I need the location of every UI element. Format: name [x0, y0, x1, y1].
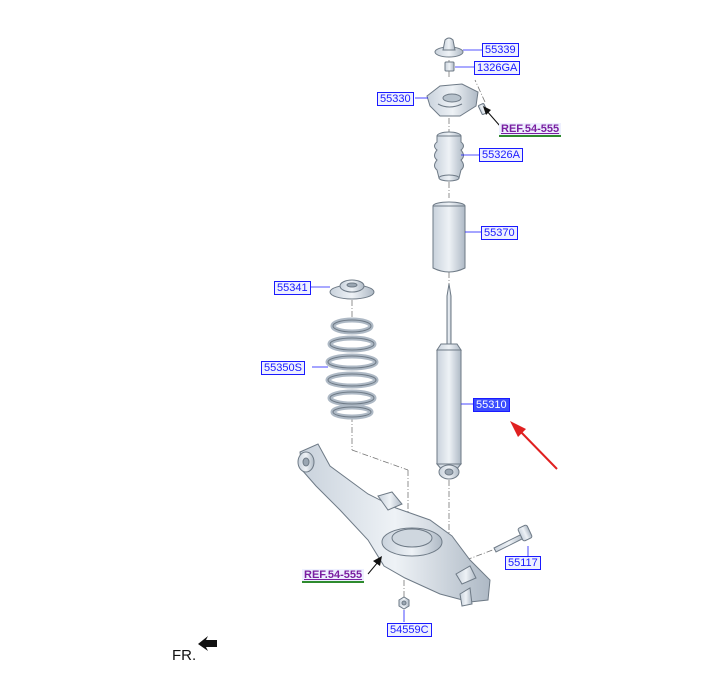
- part-label-55370[interactable]: 55370: [481, 226, 518, 240]
- part-label-55350S[interactable]: 55350S: [261, 361, 305, 375]
- part-label-55341[interactable]: 55341: [274, 281, 311, 295]
- part-label-55310[interactable]: 55310: [473, 398, 510, 412]
- lock-nut-part: [398, 596, 410, 610]
- ref-arrows: [367, 106, 501, 575]
- part-label-55117[interactable]: 55117: [505, 556, 541, 570]
- lower-arm-part: [297, 443, 491, 607]
- coil-spring-part: [325, 317, 379, 420]
- dust-cover-part: [432, 201, 466, 273]
- part-label-1326GA[interactable]: 1326GA: [474, 61, 521, 75]
- ref-link-lower[interactable]: REF.54-555: [302, 569, 365, 583]
- part-label-55326A[interactable]: 55326A: [479, 148, 523, 162]
- front-direction-label: FR.: [172, 647, 197, 664]
- nut-part: [444, 61, 455, 72]
- part-label-54559C[interactable]: 54559C: [387, 623, 432, 637]
- ref-link-upper[interactable]: REF.54-555: [499, 123, 562, 137]
- part-label-55330[interactable]: 55330: [377, 92, 414, 106]
- shock-absorber-part: [435, 283, 463, 480]
- leader-lines: [309, 49, 529, 622]
- highlight-pointer-arrow: [510, 421, 558, 470]
- spring-pad-part: [329, 279, 375, 300]
- front-direction-arrow: [198, 636, 217, 651]
- insulator-cap-part: [434, 37, 464, 58]
- mounting-bracket-part: [426, 83, 479, 117]
- arm-bolt-part: [493, 524, 533, 553]
- part-label-55339[interactable]: 55339: [482, 43, 519, 57]
- bump-stopper-part: [434, 131, 464, 182]
